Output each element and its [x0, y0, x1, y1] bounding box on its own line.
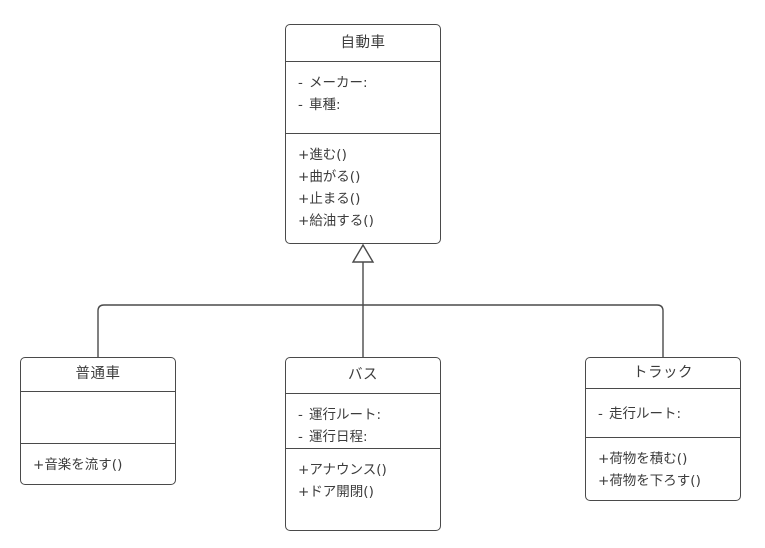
attribute-label: 運行日程: [309, 429, 368, 445]
visibility-marker: + [298, 147, 310, 163]
attribute-row: -メーカー: [298, 72, 428, 94]
operation-label: 進む() [309, 147, 347, 163]
operations-compartment-ordinary-car: +音楽を流す() [21, 443, 175, 484]
attribute-row: -運行日程: [298, 426, 428, 448]
attribute-label: 走行ルート: [609, 405, 682, 422]
visibility-marker: - [298, 97, 303, 113]
visibility-marker: + [298, 169, 310, 185]
class-name-bus: バス [348, 367, 378, 384]
operation-label: 曲がる() [309, 169, 361, 185]
generalization-triangle-icon [351, 243, 375, 263]
operation-row: +荷物を積む() [598, 448, 728, 470]
operation-row: +ドア開閉() [298, 481, 428, 503]
attributes-compartment-truck: -走行ルート: [586, 387, 740, 437]
operation-row: +荷物を下ろす() [598, 470, 728, 492]
operation-label: 音楽を流す() [44, 457, 123, 473]
visibility-marker: - [598, 405, 603, 422]
operation-row: +アナウンス() [298, 459, 428, 481]
operation-label: アナウンス() [309, 462, 387, 478]
class-box-bus[interactable]: バス -運行ルート: -運行日程: +アナウンス() +ドア開閉() [285, 357, 441, 531]
visibility-marker: - [298, 429, 303, 445]
visibility-marker: + [598, 473, 610, 489]
attribute-label: 運行ルート: [309, 407, 382, 423]
attribute-row: -走行ルート: [598, 403, 728, 425]
attributes-compartment-automobile: -メーカー: -車種: [286, 61, 440, 133]
operation-label: 荷物を積む() [609, 451, 688, 467]
visibility-marker: + [298, 213, 310, 229]
attribute-row: -運行ルート: [298, 404, 428, 426]
class-name-truck: トラック [633, 364, 693, 381]
visibility-marker: + [298, 191, 310, 207]
class-name-automobile: 自動車 [340, 34, 386, 51]
generalization-bus-line [97, 304, 664, 357]
class-box-automobile[interactable]: 自動車 -メーカー: -車種: +進む() +曲がる() +止まる() +給油す… [285, 24, 441, 244]
attribute-label: メーカー: [309, 75, 368, 91]
operations-compartment-automobile: +進む() +曲がる() +止まる() +給油する() [286, 133, 440, 243]
operation-label: ドア開閉() [309, 484, 374, 500]
operations-compartment-truck: +荷物を積む() +荷物を下ろす() [586, 437, 740, 500]
attributes-compartment-bus: -運行ルート: -運行日程: [286, 393, 440, 448]
class-box-truck[interactable]: トラック -走行ルート: +荷物を積む() +荷物を下ろす() [585, 357, 741, 501]
operations-compartment-bus: +アナウンス() +ドア開閉() [286, 448, 440, 530]
attributes-compartment-ordinary-car [21, 390, 175, 443]
class-box-ordinary-car[interactable]: 普通車 +音楽を流す() [20, 357, 176, 485]
operation-label: 給油する() [309, 213, 374, 229]
operation-label: 止まる() [309, 191, 361, 207]
visibility-marker: + [598, 451, 610, 467]
operation-row: +給油する() [298, 210, 428, 232]
visibility-marker: - [298, 75, 303, 91]
operation-row: +音楽を流す() [33, 454, 163, 476]
visibility-marker: + [298, 484, 310, 500]
operation-row: +進む() [298, 144, 428, 166]
class-name-ordinary-car: 普通車 [75, 366, 121, 383]
operation-row: +曲がる() [298, 166, 428, 188]
attribute-label: 車種: [309, 97, 341, 113]
visibility-marker: + [33, 457, 45, 473]
operation-label: 荷物を下ろす() [609, 473, 701, 489]
operation-row: +止まる() [298, 188, 428, 210]
attribute-row: -車種: [298, 94, 428, 116]
visibility-marker: - [298, 407, 303, 423]
visibility-marker: + [298, 462, 310, 478]
